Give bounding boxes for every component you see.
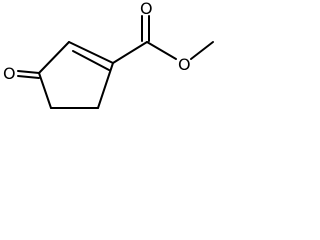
bond-ring-c5-c1: [38, 41, 70, 74]
bond-ketone-double-a: [17, 70, 40, 74]
bond-ring-to-carbonyl-carbon: [112, 41, 148, 64]
ketone-oxygen-label: O: [3, 64, 16, 83]
bond-ketone-double-b: [17, 75, 40, 79]
bond-ring-c1-c2-double-inner: [72, 50, 110, 71]
bond-carbonyl-carbon-to-ester-oxygen: [146, 41, 177, 60]
bond-ring-c1-c2: [68, 41, 114, 64]
molecule-drawing: O O O: [3, 0, 214, 109]
bond-ring-c4-c5: [38, 72, 52, 109]
bond-ring-c2-c3: [97, 62, 114, 109]
carbonyl-oxygen-label: O: [140, 0, 153, 18]
chemical-structure-diagram: O O O: [0, 0, 219, 121]
bond-ester-oxygen-to-methyl: [190, 41, 214, 60]
ester-oxygen-label: O: [178, 55, 191, 74]
